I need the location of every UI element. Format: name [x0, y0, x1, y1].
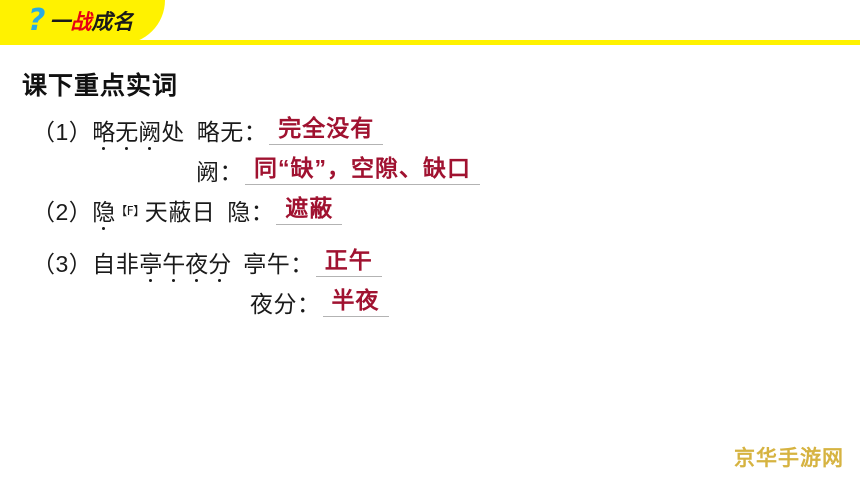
entry-answer: 半夜: [322, 287, 389, 318]
list-item: （2）隐【F】天蔽日 隐： 遮蔽: [0, 190, 860, 230]
page-title: 课下重点实词: [22, 72, 179, 100]
entry-label: 夜分：: [250, 291, 321, 317]
entry-number: （1）: [32, 119, 93, 145]
entry-stem-dotted: 亭午夜分: [139, 245, 231, 282]
entry-label: 略无：: [196, 119, 268, 145]
brand-logo-text: 一战成名: [49, 12, 133, 33]
entry-answer: 同“缺”，空隙、缺口: [245, 155, 480, 186]
entry-number: （2）: [32, 199, 93, 225]
entry-stem-dotted: 略无阙: [92, 113, 161, 150]
question-mark-icon: ?: [28, 3, 45, 38]
list-item: （1）略无阙处 略无： 完全没有: [0, 110, 860, 150]
brand-logo-part-3: 成名: [91, 10, 134, 34]
entry-stem-after: 处: [161, 119, 185, 145]
entry-stem-superscript: 【F】: [115, 203, 145, 218]
watermark: 京华手游网: [734, 447, 844, 470]
list-item: 阙： 同“缺”，空隙、缺口: [0, 150, 860, 190]
entry-answer: 完全没有: [269, 115, 384, 146]
entry-stem-before: 自非: [92, 251, 140, 277]
entry-answer: 遮蔽: [276, 195, 343, 226]
entry-stem-after: 天蔽日: [144, 199, 216, 225]
brand-banner-content: ? 一战成名: [28, 0, 133, 44]
list-item: （3）自非亭午夜分 亭午： 正午: [0, 242, 860, 282]
entry-label: 亭午：: [243, 251, 314, 277]
entry-answer: 正午: [315, 247, 382, 278]
brand-logo-part-2: 战: [70, 10, 92, 34]
entry-stem-dotted: 隐: [92, 193, 115, 230]
brand-logo-part-1: 一: [49, 10, 71, 34]
list-item: 夜分： 半夜: [0, 282, 860, 322]
entry-label: 阙：: [196, 159, 243, 185]
entry-label: 隐：: [227, 199, 275, 225]
banner-rule: [0, 40, 860, 45]
vocabulary-list: （1）略无阙处 略无： 完全没有 阙： 同“缺”，空隙、缺口 （2）隐【F】天蔽…: [0, 110, 860, 322]
entry-number: （3）: [32, 251, 93, 277]
brand-banner: ? 一战成名: [0, 0, 165, 44]
